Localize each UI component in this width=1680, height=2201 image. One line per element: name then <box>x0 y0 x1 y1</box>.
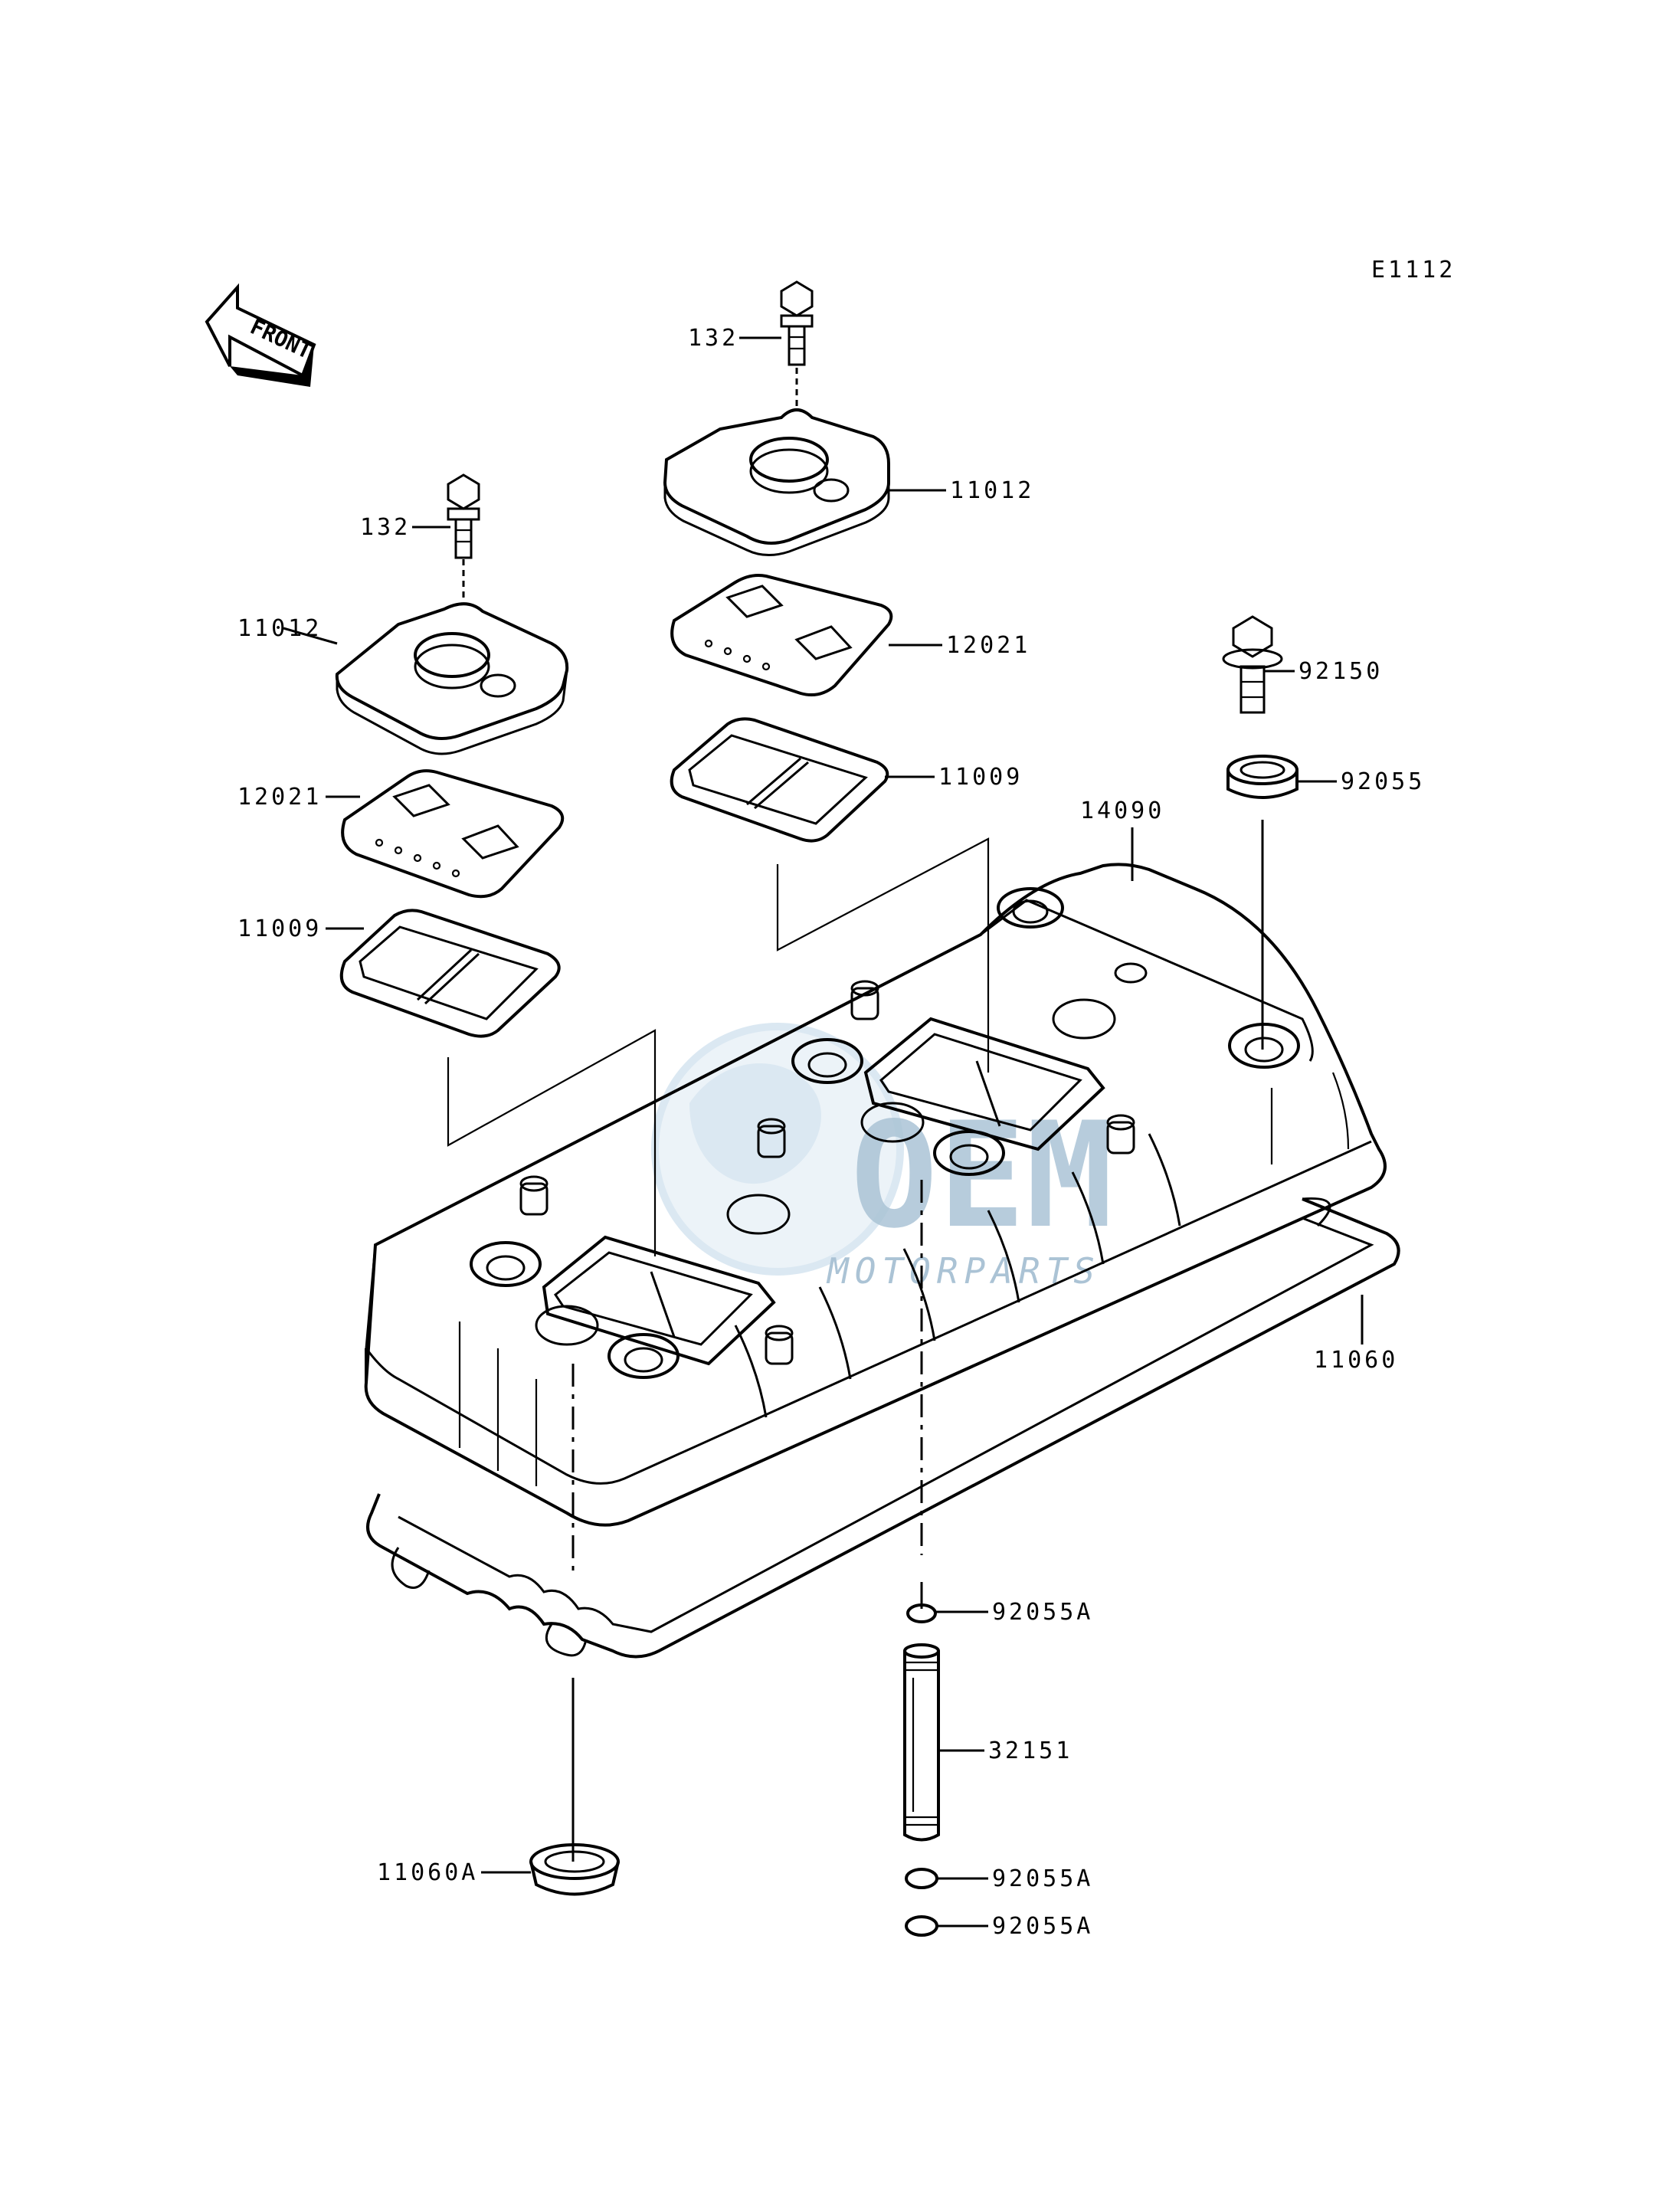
plate-left-icon <box>341 769 565 899</box>
cover-left-icon <box>335 602 569 755</box>
label-oring-top: 92055A <box>992 1599 1093 1626</box>
plug-seal-icon <box>529 1843 620 1896</box>
label-gasket-left: 11009 <box>237 915 322 942</box>
label-plate-left: 12021 <box>237 784 322 811</box>
label-plug-seal: 11060A <box>377 1859 478 1886</box>
cover-right-icon <box>663 408 890 556</box>
label-cover-left: 11012 <box>237 615 322 642</box>
bolt-left-icon <box>447 473 480 559</box>
head-cover-icon <box>364 863 1387 1527</box>
oring-bottom-icon <box>905 1915 938 1937</box>
label-plate-right: 12021 <box>946 632 1030 659</box>
bolt-main-icon <box>1222 615 1283 714</box>
gasket-left-icon <box>339 909 561 1038</box>
label-bolt-left: 132 <box>360 514 411 541</box>
label-cover-right: 11012 <box>950 477 1034 504</box>
label-head-gasket: 11060 <box>1314 1347 1398 1374</box>
label-pipe: 32151 <box>988 1738 1073 1764</box>
label-gasket-right: 11009 <box>938 764 1023 791</box>
oring-top-icon <box>906 1603 937 1623</box>
gasket-right-icon <box>670 717 889 843</box>
front-arrow-icon: FRONT <box>205 283 316 387</box>
label-bolt-main: 92150 <box>1298 658 1383 685</box>
label-bolt-right: 132 <box>688 325 738 352</box>
label-oring-mid: 92055A <box>992 1865 1093 1892</box>
head-gasket-icon <box>366 1197 1400 1659</box>
plate-right-icon <box>670 574 893 696</box>
pipe-icon <box>903 1643 940 1842</box>
label-washer-main: 92055 <box>1341 768 1425 795</box>
diagram-code: E1112 <box>1371 257 1456 283</box>
bolt-right-icon <box>780 280 814 366</box>
oring-mid-icon <box>905 1868 938 1889</box>
label-oring-bottom: 92055A <box>992 1913 1093 1940</box>
washer-main-icon <box>1226 755 1298 799</box>
watermark-sub: MOTORPARTS <box>826 1250 1101 1292</box>
label-head-cover: 14090 <box>1080 798 1164 824</box>
